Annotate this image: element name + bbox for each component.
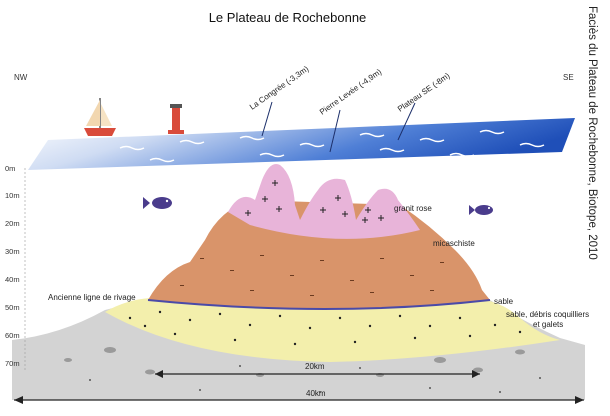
direction-nw: NW [14,73,28,82]
lighthouse-icon [168,104,184,134]
shoal-label-pierre-levee: Pierre Levée (-4,9m) [318,67,384,117]
label-sand-debris-1: sable, débris coquilliers [506,310,589,319]
shoal-label-congree: La Congrée (-3,3m) [248,64,311,112]
depth-tick: 10m [5,191,20,200]
granite-crosses [245,180,384,223]
sailboat-icon [84,98,116,136]
depth-tick: 70m [5,359,20,368]
fish-icon [143,197,172,209]
label-granite: granit rose [394,204,432,213]
sand-layer [105,298,560,362]
label-sand: sable [494,297,514,306]
label-schist: micaschiste [433,239,475,248]
depth-tick: 50m [5,303,20,312]
diagram-title: Le Plateau de Rochebonne [208,10,367,25]
shoal-label-plateau-se: Plateau SE (-8m) [396,71,452,114]
depth-tick: 60m [5,331,20,340]
label-ancient-shoreline: Ancienne ligne de rivage [48,293,136,302]
sea-waves [119,129,545,163]
scale-bar-40km [14,396,584,404]
schist-dashes [180,255,444,296]
depth-tick: 0m [5,164,15,173]
depth-tick: 30m [5,247,20,256]
direction-se: SE [563,73,574,82]
ancient-shoreline-line [147,299,491,310]
scale-label-40km: 40km [306,389,326,398]
depth-tick: 20m [5,219,20,228]
label-sand-debris-2: et galets [533,320,563,329]
fish-icon [469,205,493,215]
depth-tick: 40m [5,275,20,284]
scale-label-20km: 20km [305,362,325,371]
seabed-dots [89,365,541,393]
scale-bar-20km [155,370,480,378]
sand-dots [128,310,522,346]
shoal-leaders [261,101,416,153]
